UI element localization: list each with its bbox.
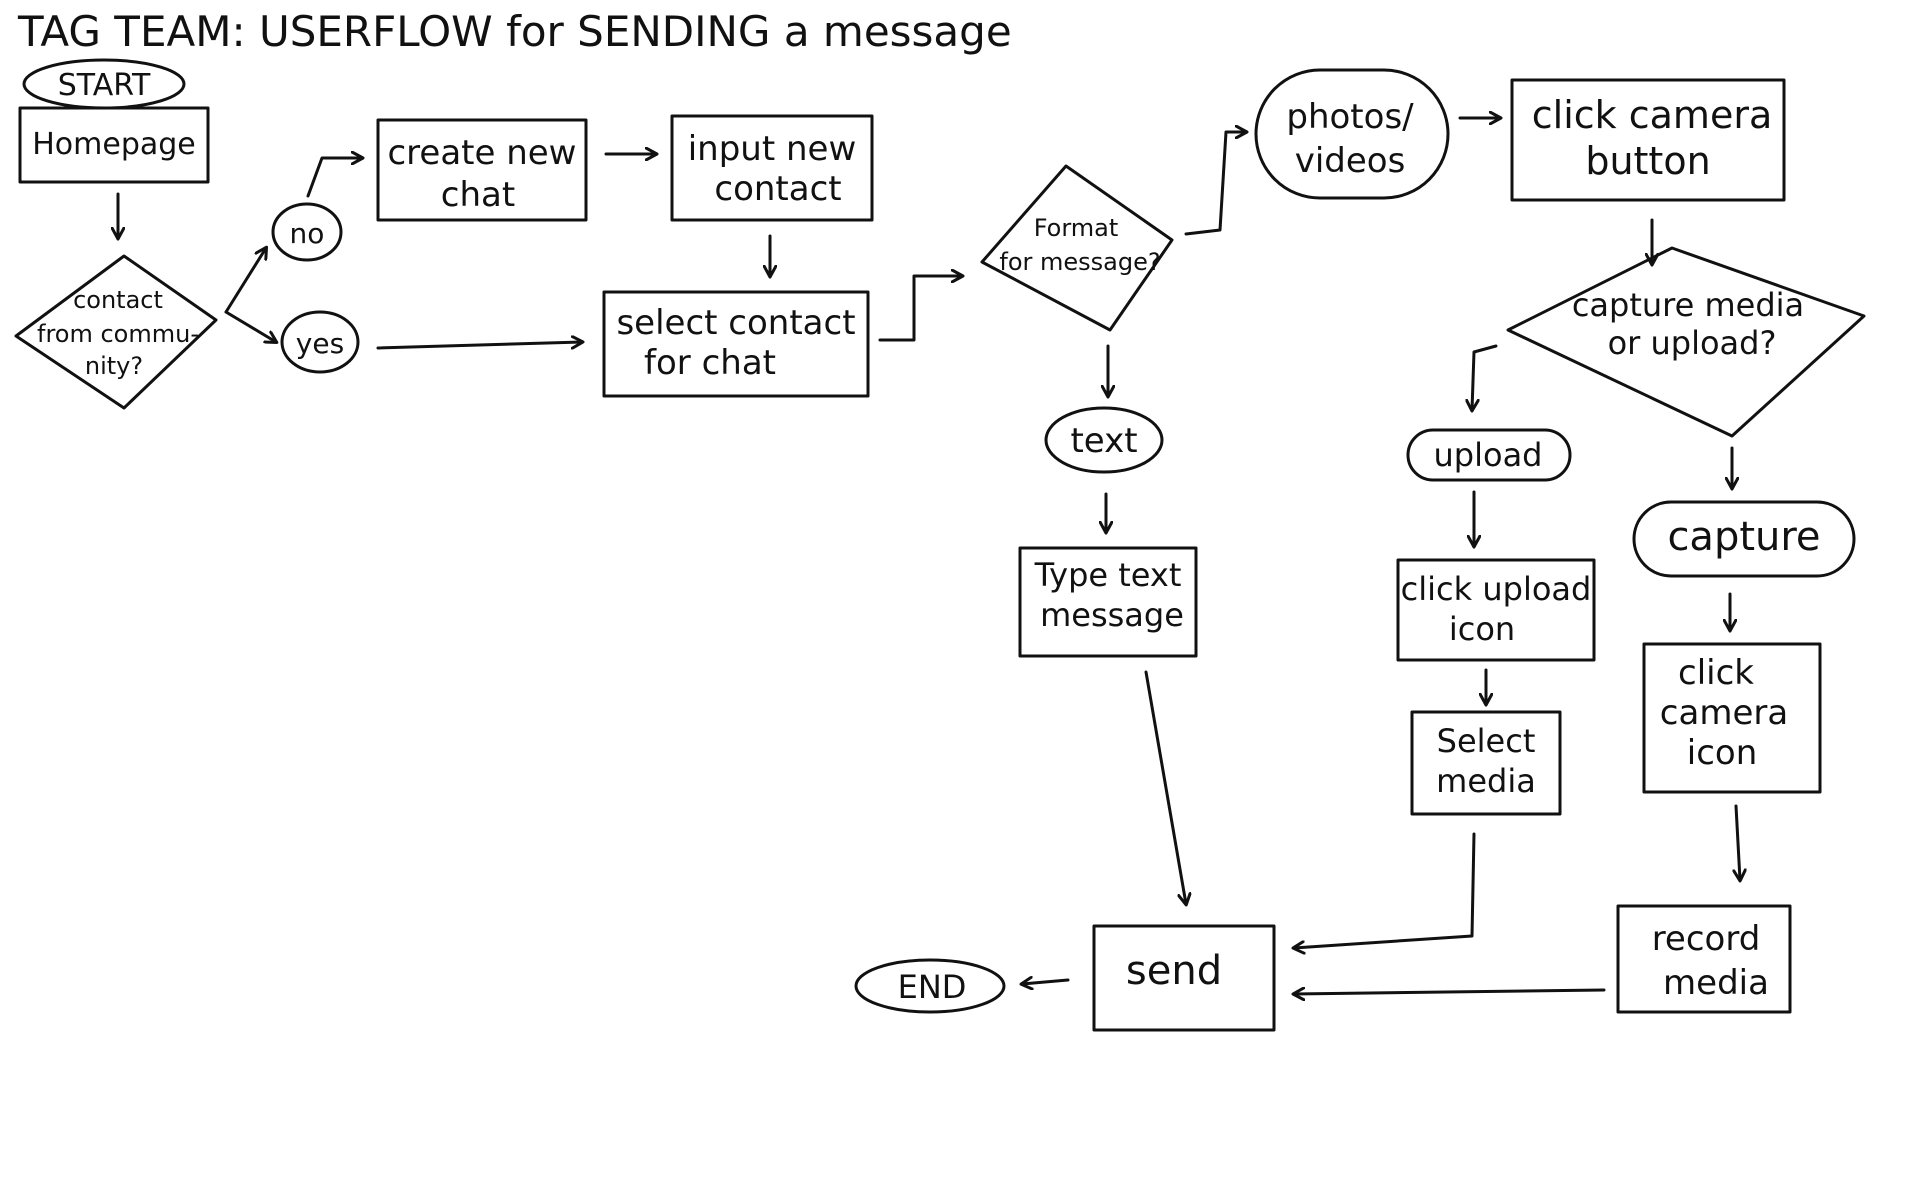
click-upload-icon-line-2: icon (1449, 610, 1515, 648)
arrow-contact-decision-to-no (224, 248, 266, 314)
arrow-yes-to-select-contact (376, 342, 582, 350)
select-contact-line-2: for chat (644, 343, 776, 383)
create-new-chat-node: create new chat (376, 118, 588, 222)
record-media-node: record media (1616, 904, 1792, 1014)
click-camera-button-line-1: click camera (1532, 93, 1772, 137)
input-new-contact-node: input new contact (670, 114, 874, 222)
create-new-chat-line-2: chat (441, 175, 515, 215)
photos-videos-node: photos/ videos (1254, 68, 1450, 200)
arrow-record-media-to-send (1294, 990, 1606, 994)
send-node: send (1092, 924, 1276, 1032)
end-label: END (898, 968, 967, 1006)
type-text-message-node: Type text message (1018, 546, 1198, 658)
no-label: no (290, 217, 325, 250)
yes-label: yes (296, 327, 344, 360)
arrow-select-contact-to-format-decision (878, 276, 962, 342)
click-camera-button-line-2: button (1585, 139, 1710, 183)
arrow-click-camera-icon-to-record-media (1736, 804, 1740, 880)
click-camera-icon-line-2: camera (1660, 693, 1788, 733)
capture-or-upload-line-1: capture media (1572, 286, 1804, 324)
homepage-node: Homepage (18, 106, 210, 184)
capture-or-upload-line-2: or upload? (1608, 324, 1777, 362)
capture-branch-node: capture (1632, 500, 1856, 578)
record-media-line-2: media (1663, 963, 1769, 1003)
input-new-contact-line-2: contact (714, 169, 841, 209)
create-new-chat-line-1: create new (387, 133, 576, 173)
click-camera-icon-line-3: icon (1687, 733, 1758, 773)
format-decision: Format for message? (980, 164, 1174, 332)
click-camera-button-node: click camera button (1510, 78, 1786, 202)
arrow-no-to-create-new-chat (306, 158, 362, 198)
homepage-label: Homepage (32, 127, 196, 162)
click-upload-icon-node: click upload icon (1396, 558, 1596, 662)
select-media-line-2: media (1436, 762, 1536, 800)
start-label: START (58, 68, 151, 103)
select-media-line-1: Select (1437, 722, 1536, 760)
input-new-contact-line-1: input new (688, 129, 857, 169)
click-camera-icon-line-1: click (1678, 653, 1754, 693)
arrow-capture-decision-to-upload (1472, 344, 1498, 410)
type-text-message-line-1: Type text (1034, 556, 1182, 594)
connectors (118, 118, 1740, 994)
send-label: send (1126, 948, 1222, 994)
photos-videos-line-1: photos/ (1286, 97, 1414, 137)
no-branch-node: no (271, 202, 343, 262)
arrow-select-media-to-send (1294, 832, 1476, 948)
contact-decision-line-2: from commu- (37, 320, 199, 348)
click-upload-icon-line-1: click upload (1401, 570, 1592, 608)
select-media-node: Select media (1410, 710, 1562, 816)
diagram-title: TAG TEAM: USERFLOW for SENDING a message (17, 7, 1012, 56)
format-decision-line-1: Format (1034, 214, 1119, 242)
arrow-contact-decision-to-yes (224, 310, 276, 342)
capture-or-upload-decision: capture media or upload? (1506, 246, 1866, 438)
start-node: START (22, 58, 186, 110)
arrow-format-decision-to-photos-videos (1184, 132, 1246, 236)
upload-branch-label: upload (1434, 436, 1543, 474)
select-contact-node: select contact for chat (602, 290, 870, 398)
record-media-line-1: record (1652, 919, 1761, 959)
contact-decision-line-1: contact (73, 286, 163, 314)
type-text-message-line-2: message (1040, 596, 1184, 634)
arrow-type-text-message-to-send (1144, 670, 1186, 904)
upload-branch-node: upload (1406, 428, 1572, 482)
arrow-send-to-end (1022, 980, 1070, 984)
format-decision-line-2: for message? (999, 248, 1160, 276)
capture-branch-label: capture (1667, 514, 1820, 560)
select-contact-line-1: select contact (616, 303, 855, 343)
contact-from-community-decision: contact from commu- nity? (14, 254, 218, 410)
end-node: END (854, 958, 1006, 1014)
text-branch-label: text (1070, 421, 1137, 461)
click-camera-icon-node: click camera icon (1642, 642, 1822, 794)
text-branch-node: text (1044, 406, 1164, 474)
yes-branch-node: yes (280, 310, 360, 374)
photos-videos-line-2: videos (1295, 141, 1406, 181)
contact-decision-line-3: nity? (85, 352, 143, 380)
